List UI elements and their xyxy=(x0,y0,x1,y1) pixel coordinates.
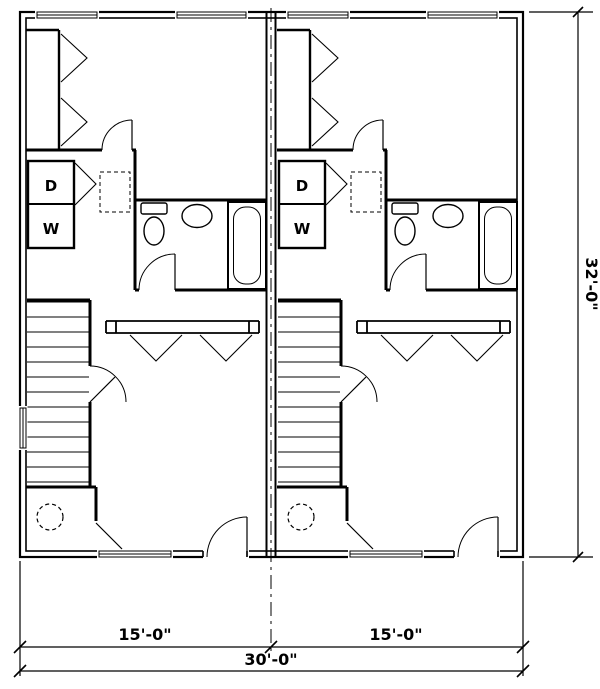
unit-left-plan: D W xyxy=(26,10,267,559)
dim-total-width-label: 30'-0" xyxy=(244,650,297,669)
toilet xyxy=(140,202,168,246)
bedroom-door xyxy=(101,119,133,151)
unit-right-plan xyxy=(275,8,519,561)
stair-door xyxy=(89,365,127,403)
dimension-lines xyxy=(13,6,593,678)
closet-bifold-chevron xyxy=(60,33,88,147)
bedroom-closet xyxy=(26,28,88,150)
bathroom-door xyxy=(138,253,176,291)
stairs xyxy=(27,301,127,483)
sink xyxy=(181,203,213,229)
bathroom xyxy=(138,201,267,291)
laundry-bifold-chevron xyxy=(74,162,97,206)
dim-unit1-width-label: 15'-0" xyxy=(118,625,171,644)
water-heater-circle xyxy=(36,503,64,531)
closet-bifold-chevron xyxy=(129,334,253,362)
dim-depth-label: 32'-0" xyxy=(582,257,600,310)
stair-treads xyxy=(27,301,89,483)
window xyxy=(36,11,247,558)
dim-tick xyxy=(572,6,584,563)
dim-tick xyxy=(13,664,530,678)
window-cutouts xyxy=(35,10,249,559)
dim-unit2-width-label: 15'-0" xyxy=(369,625,422,644)
utility-door-leaf xyxy=(95,522,123,550)
laundry-closet xyxy=(26,159,131,250)
utility-room xyxy=(36,503,123,550)
half-wall xyxy=(105,320,260,362)
bathtub xyxy=(227,201,267,290)
entry-door xyxy=(202,516,248,558)
left-wall-window xyxy=(18,406,28,450)
appliance-dashed-outline xyxy=(99,171,131,213)
dryer-label: D xyxy=(45,177,57,195)
interior-walls xyxy=(26,148,266,521)
washer-label: W xyxy=(43,220,60,238)
dim-tick xyxy=(13,640,530,654)
